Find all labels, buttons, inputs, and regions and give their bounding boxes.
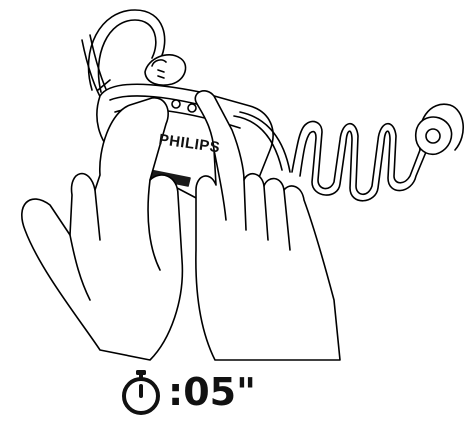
right-hand <box>194 90 341 361</box>
press-duration-indicator: :05" <box>118 366 256 418</box>
left-earhook <box>87 9 187 93</box>
stopwatch-icon <box>118 368 164 416</box>
timer-label: :05" <box>168 370 256 414</box>
left-hand <box>21 97 184 361</box>
right-cable <box>291 103 464 202</box>
